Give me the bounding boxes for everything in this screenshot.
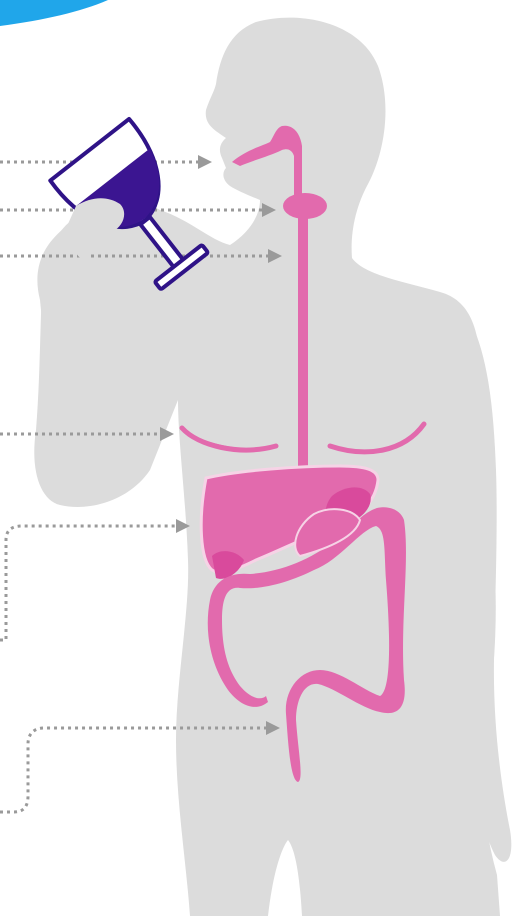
pointer-line-liver — [0, 526, 176, 640]
arrowhead-icon — [160, 427, 174, 441]
throat-organ — [283, 193, 327, 219]
oesophagus-organ — [298, 216, 308, 482]
corner-accent — [0, 0, 108, 26]
arrowhead-icon — [198, 155, 212, 169]
